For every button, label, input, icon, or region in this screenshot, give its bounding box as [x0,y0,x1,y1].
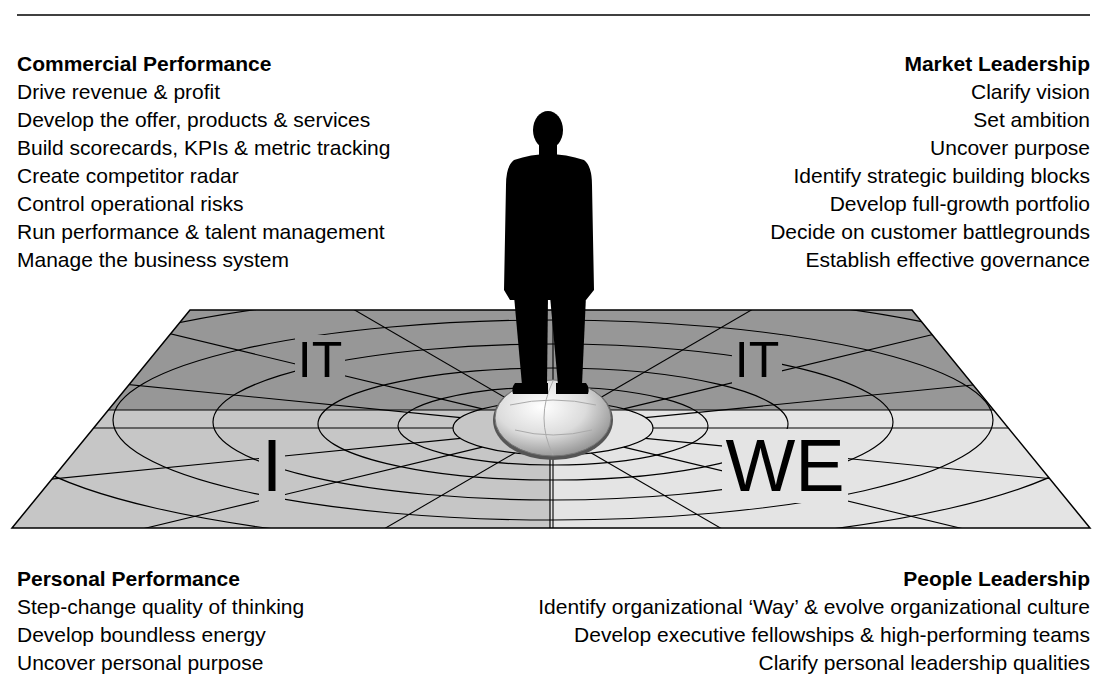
grid-ray [624,188,1107,409]
grid-ray [552,455,553,695]
quadrant-item: Manage the business system [17,248,289,272]
quadrant-item: Clarify personal leadership qualities [758,651,1090,675]
quadrant-heading: Personal Performance [17,567,240,591]
grid-ray [0,438,461,558]
grid-ray [0,427,453,428]
bottom-right-zone [550,410,1107,540]
quadrant-item: Control operational risks [17,192,243,216]
quadrant-letter: IT [295,335,345,385]
quadrant-item: Develop full-growth portfolio [830,192,1090,216]
grid-ray [0,188,482,409]
quadrant-item: Develop boundless energy [17,623,266,647]
top-rule [17,14,1090,16]
quadrant-letter: WE [722,429,847,503]
bottom-left-zone [0,410,550,540]
quadrant-item: Identify strategic building blocks [794,164,1091,188]
quadrant-item: Establish effective governance [806,248,1090,272]
globe [495,380,611,456]
quadrant-item: Uncover personal purpose [17,651,263,675]
quadrant-letter: I [259,429,286,503]
grid-ray [17,114,514,403]
globe-lines [510,381,596,455]
quadrant-item: Step-change quality of thinking [17,595,304,619]
quadrant-item: Clarify vision [971,80,1090,104]
grid-ray [645,298,1107,418]
quadrant-item: Set ambition [973,108,1090,132]
quadrant-heading: Commercial Performance [17,52,271,76]
quadrant-item: Develop the offer, products & services [17,108,370,132]
quadrant-item: Identify organizational ‘Way’ & evolve o… [538,595,1090,619]
quadrant-heading: People Leadership [903,567,1090,591]
quadrant-item: Build scorecards, KPIs & metric tracking [17,136,390,160]
grid-ray [653,427,1107,428]
grid-ray [645,438,1107,558]
quadrant-item: Create competitor radar [17,164,239,188]
quadrant-item: Decide on customer battlegrounds [770,220,1090,244]
quadrant-item: Develop executive fellowships & high-per… [574,623,1090,647]
quadrant-heading: Market Leadership [904,52,1090,76]
quadrant-item: Uncover purpose [930,136,1090,160]
quadrant-item: Run performance & talent management [17,220,385,244]
quadrant-letter: IT [732,335,782,385]
funnel-hole [493,380,613,460]
quadrant-item: Drive revenue & profit [17,80,220,104]
plane-grid [0,88,1107,695]
grid-ray [0,298,461,418]
man-silhouette [504,111,594,394]
grid-ray [0,447,482,668]
plane-outline [12,310,1090,528]
